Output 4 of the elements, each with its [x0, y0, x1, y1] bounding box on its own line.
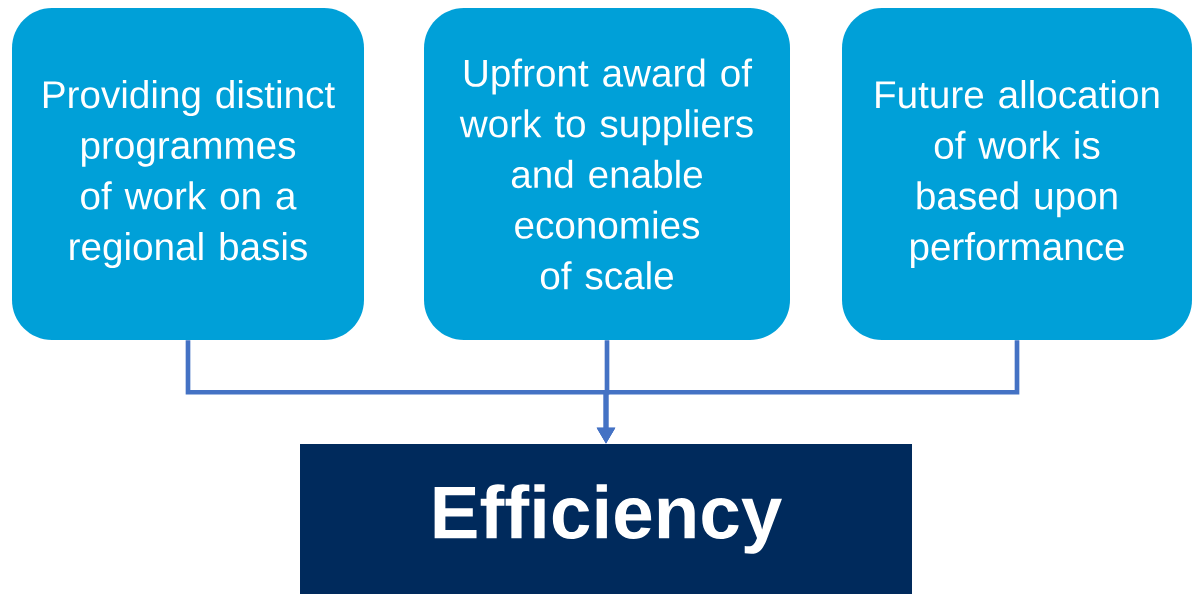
process-box: Upfront award of work to suppliers and enable economies of scale — [424, 8, 790, 340]
goal-box: Efficiency — [300, 444, 912, 594]
process-box: Providing distinct programmes of work on a regional basis — [12, 8, 364, 340]
process-box: Future allocation of work is based upon performance — [842, 8, 1192, 340]
